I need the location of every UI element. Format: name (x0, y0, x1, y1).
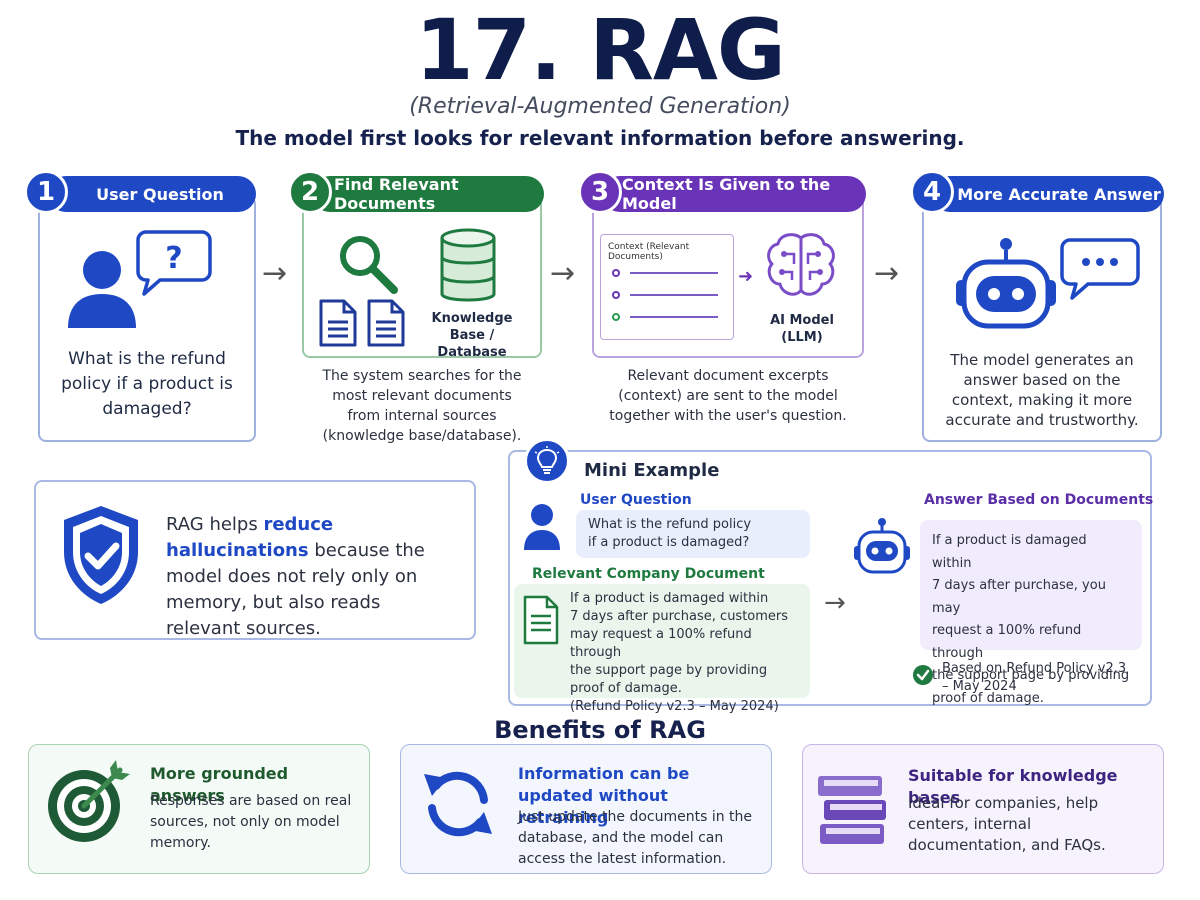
target-icon (48, 760, 130, 842)
robot-icon (854, 518, 910, 574)
mini-arrow: → (824, 588, 846, 618)
page-subtitle: (Retrieval-Augmented Generation) (409, 94, 791, 119)
benefit-desc-grounded: Responses are based on real sources, not… (150, 793, 352, 851)
database-label: Knowledge Base / Database (431, 311, 513, 360)
mini-user-label: User Question (580, 492, 692, 508)
document-icon (367, 299, 405, 347)
magnifier-icon (340, 236, 398, 294)
context-line (630, 272, 718, 274)
arrow-2-3: → (550, 256, 576, 291)
mini-doc-source: (Refund Policy v2.3 – May 2024) (570, 699, 779, 714)
document-icon (319, 299, 357, 347)
refresh-icon (424, 771, 492, 837)
shield-check-icon (64, 506, 138, 604)
chat-bubble-icon (1060, 238, 1140, 300)
context-bullet (612, 269, 620, 277)
context-label: Context (Relevant Documents) (608, 242, 690, 262)
step-4-description: The model generates an answer based on t… (945, 351, 1139, 429)
step-3-label: Context Is Given to the Model (602, 175, 866, 213)
user-icon (524, 504, 560, 550)
arrow-1-2: → (262, 256, 288, 291)
context-line (630, 316, 718, 318)
step-4-badge: 4 (910, 170, 954, 214)
step-2-description: The system searches for the most relevan… (322, 368, 522, 444)
check-circle-icon (913, 665, 933, 685)
mini-doc-text: If a product is damaged within 7 days af… (570, 590, 806, 716)
mini-answer-source: Based on Refund Policy v2.3 – May 2024 (942, 661, 1127, 694)
step-1-question: What is the refund policy if a product i… (61, 349, 233, 419)
mini-example-title: Mini Example (584, 460, 720, 481)
page-title: 17. RAG (415, 1, 786, 99)
arrow-3-4: → (874, 256, 900, 291)
step-4-label: More Accurate Answer (932, 176, 1164, 212)
hallucination-text: RAG helps reduce hallucinations because … (166, 514, 425, 639)
mini-doc-panel (514, 584, 810, 698)
benefit-title-knowledge: Suitable for knowledge bases (908, 766, 1118, 807)
context-bullet (612, 313, 620, 321)
step-3-badge: 3 (578, 170, 622, 214)
question-bubble-icon: ? (136, 230, 212, 296)
database-icon (440, 228, 496, 302)
user-icon (68, 251, 136, 328)
mini-doc-label: Relevant Company Document (532, 566, 765, 582)
step-3-description: Relevant document excerpts (context) are… (609, 368, 847, 424)
step-1-label: User Question (48, 176, 256, 212)
context-bullet (612, 291, 620, 299)
context-to-model-arrow: ➜ (738, 266, 754, 287)
highlight-text: reduce hallucinations (166, 514, 334, 561)
step-1-badge: 1 (24, 170, 68, 214)
context-panel (600, 234, 734, 340)
svg-text:?: ? (165, 241, 182, 276)
lightbulb-badge (524, 438, 570, 484)
lightbulb-icon (534, 446, 560, 474)
model-label: AI Model (LLM) (770, 313, 834, 345)
context-line (630, 294, 718, 296)
mini-answer-panel: If a product is damaged within 7 days af… (920, 520, 1142, 706)
benefit-desc-knowledge: Ideal for companies, help centers, inter… (908, 794, 1106, 854)
step-2-label: Find Relevant Documents (312, 175, 544, 213)
document-icon (523, 595, 559, 645)
brain-icon (767, 233, 835, 296)
books-icon (818, 776, 886, 844)
mini-answer-label: Answer Based on Documents (924, 492, 1154, 508)
benefits-title: Benefits of RAG (494, 716, 706, 744)
benefit-title-grounded: More grounded answers (150, 764, 289, 805)
benefit-desc-updated: Just update the documents in the databas… (518, 809, 753, 867)
robot-icon (956, 238, 1056, 329)
mini-user-question: What is the refund policy if a product i… (576, 510, 810, 558)
benefit-card-updated (400, 744, 772, 874)
step-2-badge: 2 (288, 170, 332, 214)
benefit-title-updated: Information can be updated without retra… (518, 764, 690, 827)
tagline: The model first looks for relevant infor… (235, 126, 965, 150)
